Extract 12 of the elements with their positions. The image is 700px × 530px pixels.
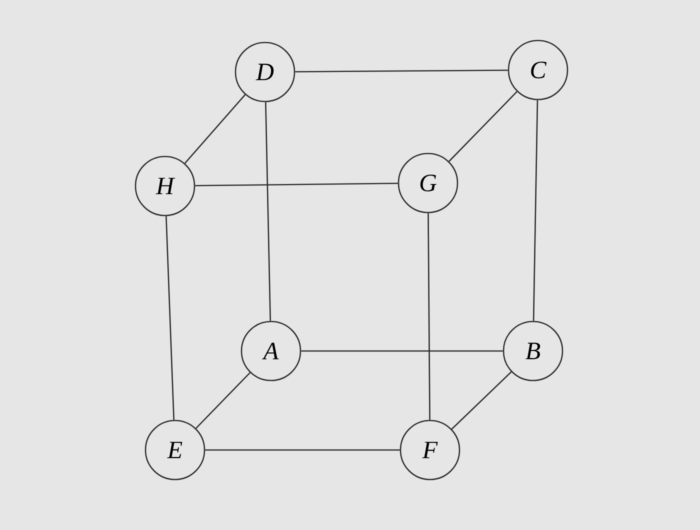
line (532, 100, 538, 321)
line (166, 216, 175, 420)
line (195, 182, 398, 186)
line (205, 449, 400, 451)
line (295, 70, 508, 72)
line (301, 350, 503, 352)
line (428, 213, 430, 420)
line (184, 94, 246, 164)
line (451, 371, 512, 430)
line (265, 102, 271, 321)
line (196, 372, 250, 429)
line (448, 91, 518, 162)
